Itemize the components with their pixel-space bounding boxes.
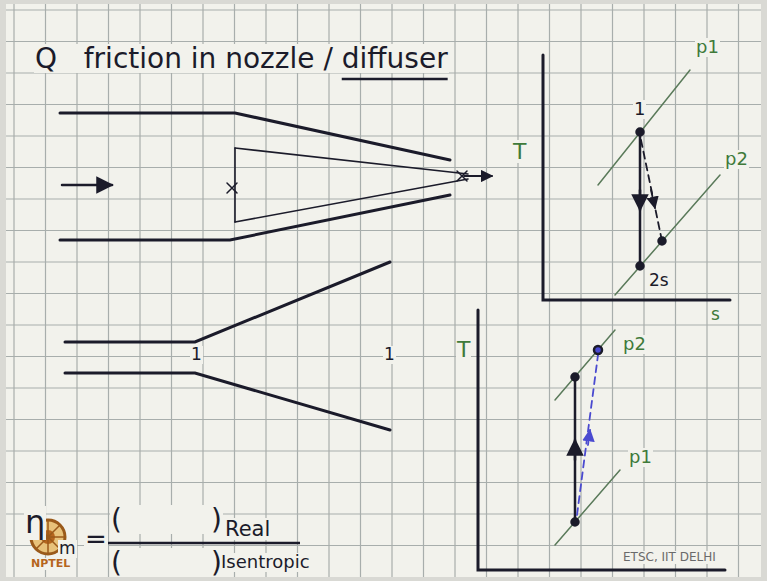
logo-text: NPTEL bbox=[30, 558, 71, 570]
grid-line bbox=[643, 4, 644, 577]
state-label: 1 bbox=[633, 100, 646, 119]
grid-line bbox=[706, 4, 707, 577]
grid-line bbox=[328, 4, 329, 577]
grid-line bbox=[6, 324, 761, 325]
grid-line bbox=[265, 4, 266, 577]
isobar-label: p1 bbox=[695, 38, 720, 57]
grid-line bbox=[13, 4, 14, 577]
isobar-label: p2 bbox=[622, 335, 647, 354]
grid-line bbox=[6, 482, 761, 483]
isobar-label: p1 bbox=[628, 448, 653, 467]
grid-line bbox=[6, 104, 761, 105]
fraction-bar bbox=[108, 542, 300, 545]
station-label: 1 bbox=[190, 346, 203, 364]
quantity-label: Real bbox=[224, 518, 271, 540]
symbol: = bbox=[84, 526, 108, 553]
watermark: ETSC, IIT DELHI bbox=[622, 551, 717, 564]
grid-line bbox=[6, 261, 761, 262]
axis-label: T bbox=[456, 338, 471, 361]
state-label: 2s bbox=[648, 272, 670, 290]
grid-line bbox=[45, 4, 46, 577]
grid-line bbox=[6, 387, 761, 388]
grid-line bbox=[6, 135, 761, 136]
grid-line bbox=[6, 230, 761, 231]
symbol: η bbox=[24, 506, 46, 540]
bracket: ( ) bbox=[110, 505, 223, 534]
subscript: m bbox=[58, 540, 77, 558]
bracket: ( ) bbox=[110, 548, 223, 577]
grid-line bbox=[517, 4, 518, 577]
grid-line bbox=[108, 4, 109, 577]
grid-line bbox=[171, 4, 172, 577]
grid-line bbox=[202, 4, 203, 577]
station-label: 1 bbox=[383, 346, 396, 364]
grid-line bbox=[6, 293, 761, 294]
grid-line bbox=[76, 4, 77, 577]
grid bbox=[6, 4, 761, 577]
axis-label: T bbox=[512, 140, 527, 163]
grid-line bbox=[360, 4, 361, 577]
grid-line bbox=[549, 4, 550, 577]
grid-line bbox=[139, 4, 140, 577]
quantity-label: Isentropic bbox=[220, 553, 311, 572]
grid-line bbox=[6, 419, 761, 420]
axis-label: s bbox=[710, 306, 721, 324]
nozzle-sketch bbox=[60, 113, 492, 240]
grid-line bbox=[454, 4, 455, 577]
title-underline bbox=[342, 78, 448, 81]
ts-diagram-nozzle bbox=[543, 55, 730, 300]
grid-line bbox=[6, 545, 761, 546]
grid-line bbox=[612, 4, 613, 577]
grid-line bbox=[6, 167, 761, 168]
grid-line bbox=[486, 4, 487, 577]
grid-line bbox=[391, 4, 392, 577]
grid-line bbox=[297, 4, 298, 577]
isobar-label: p2 bbox=[724, 150, 749, 169]
grid-line bbox=[6, 41, 761, 42]
grid-line bbox=[6, 9, 761, 10]
ts-diagram-diffuser bbox=[478, 310, 725, 570]
grid-line bbox=[675, 4, 676, 577]
grid-line bbox=[234, 4, 235, 577]
grid-line bbox=[423, 4, 424, 577]
grid-line bbox=[6, 198, 761, 199]
slide-title: Q friction in nozzle / diffuser bbox=[34, 44, 449, 73]
diffuser-sketch bbox=[65, 262, 390, 430]
grid-line bbox=[738, 4, 739, 577]
paper bbox=[6, 4, 761, 577]
